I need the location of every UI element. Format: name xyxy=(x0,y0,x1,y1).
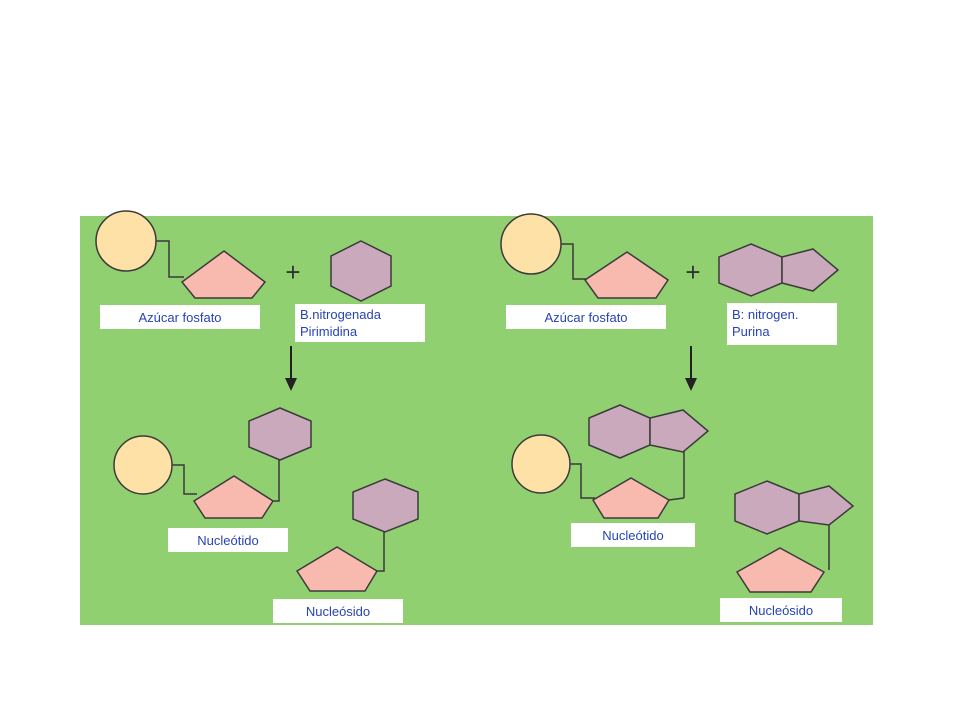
right-reactant-phosphate-bond xyxy=(561,243,587,280)
left-base-label-line1: B.nitrogenada xyxy=(300,307,382,322)
right-nucleotide-molecule xyxy=(511,404,710,519)
left-base-label-box: B.nitrogenada Pirimidina xyxy=(295,304,425,342)
right-nucleotide-phosphate-bond xyxy=(570,463,595,499)
left-nucleotide-phosphate xyxy=(113,435,173,495)
right-reaction-arrow xyxy=(685,346,697,391)
left-reactant-sugar-phosphate xyxy=(95,210,267,299)
left-nucleotide-molecule xyxy=(113,407,312,519)
right-nucleoside-molecule xyxy=(734,480,855,593)
left-sugar-label-box: Azúcar fosfato xyxy=(100,305,260,329)
left-nucleoside-sugar xyxy=(295,546,379,592)
right-base-label-line2: Purina xyxy=(732,324,770,339)
right-reactant-purine-five-ring xyxy=(781,248,840,292)
left-nucleoside-label-box: Nucleósido xyxy=(273,599,403,623)
left-nucleotide-label-box: Nucleótido xyxy=(168,528,288,552)
left-reactant-sugar xyxy=(180,250,267,299)
left-reaction-arrow xyxy=(285,346,297,391)
right-nucleotide-base-bond-joint xyxy=(668,497,685,501)
right-nucleotide-purine-five-ring xyxy=(649,409,710,453)
left-plus-sign: + xyxy=(285,257,300,287)
right-nucleoside-label-box: Nucleósido xyxy=(720,598,842,622)
left-nucleotide-pyrimidine-base xyxy=(248,407,312,461)
right-reactant-purine-base xyxy=(718,243,840,297)
left-reactant-pyrimidine-base xyxy=(330,240,392,302)
right-nucleotide-phosphate xyxy=(511,434,571,494)
left-nucleoside-molecule xyxy=(295,478,419,592)
right-plus-sign: + xyxy=(685,257,700,287)
right-nucleotide-label: Nucleótido xyxy=(602,528,663,543)
right-nucleoside-purine-five-ring xyxy=(798,485,855,526)
left-base-label-line2: Pirimidina xyxy=(300,324,358,339)
right-reactant-phosphate xyxy=(500,213,562,275)
left-reactant-phosphate xyxy=(95,210,157,272)
right-base-label-box: B: nitrogen. Purina xyxy=(727,303,837,345)
left-reactant-phosphate-bond xyxy=(156,240,184,278)
left-nucleotide-label: Nucleótido xyxy=(197,533,258,548)
right-base-label-line1: B: nitrogen. xyxy=(732,307,799,322)
right-nucleotide-label-box: Nucleótido xyxy=(571,523,695,547)
right-reactant-sugar xyxy=(583,251,670,299)
right-sugar-label-box: Azúcar fosfato xyxy=(506,305,666,329)
right-reactant-sugar-phosphate xyxy=(500,213,670,299)
left-nucleoside-pyrimidine-base xyxy=(352,478,419,533)
right-nucleoside-sugar xyxy=(735,547,826,593)
left-nucleoside-label: Nucleósido xyxy=(306,604,370,619)
right-nucleotide-sugar xyxy=(591,477,671,519)
right-sugar-label: Azúcar fosfato xyxy=(544,310,627,325)
left-sugar-label: Azúcar fosfato xyxy=(138,310,221,325)
left-nucleotide-phosphate-bond xyxy=(172,464,197,495)
left-nucleotide-base-bond xyxy=(273,458,280,502)
right-nucleoside-label: Nucleósido xyxy=(749,603,813,618)
left-nucleotide-sugar xyxy=(192,475,275,519)
left-nucleoside-base-bond xyxy=(377,532,385,572)
